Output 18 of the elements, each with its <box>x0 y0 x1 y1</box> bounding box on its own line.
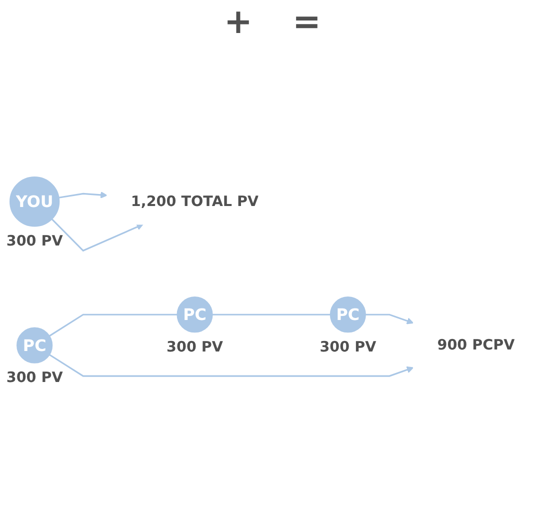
node-circle: PC <box>176 296 213 333</box>
arrow <box>51 218 144 252</box>
node-text: 900 PCPV <box>437 336 515 354</box>
connector <box>212 314 330 316</box>
point-value: 300 PV <box>6 370 63 386</box>
operator-symbol: = <box>292 2 321 42</box>
node-circle: PC <box>16 327 53 364</box>
node-circle: PC <box>330 296 366 333</box>
operator-symbol: + <box>224 2 252 42</box>
node-circle: YOU <box>10 176 60 227</box>
node-text: 1,200 TOTAL PV <box>130 193 259 210</box>
arrow <box>366 314 414 324</box>
point-value: 300 PV <box>320 339 376 356</box>
arrow <box>49 354 414 377</box>
connector <box>49 314 178 337</box>
point-value: 300 PV <box>166 339 223 356</box>
arrow <box>58 191 108 198</box>
point-value: 300 PV <box>6 233 63 250</box>
